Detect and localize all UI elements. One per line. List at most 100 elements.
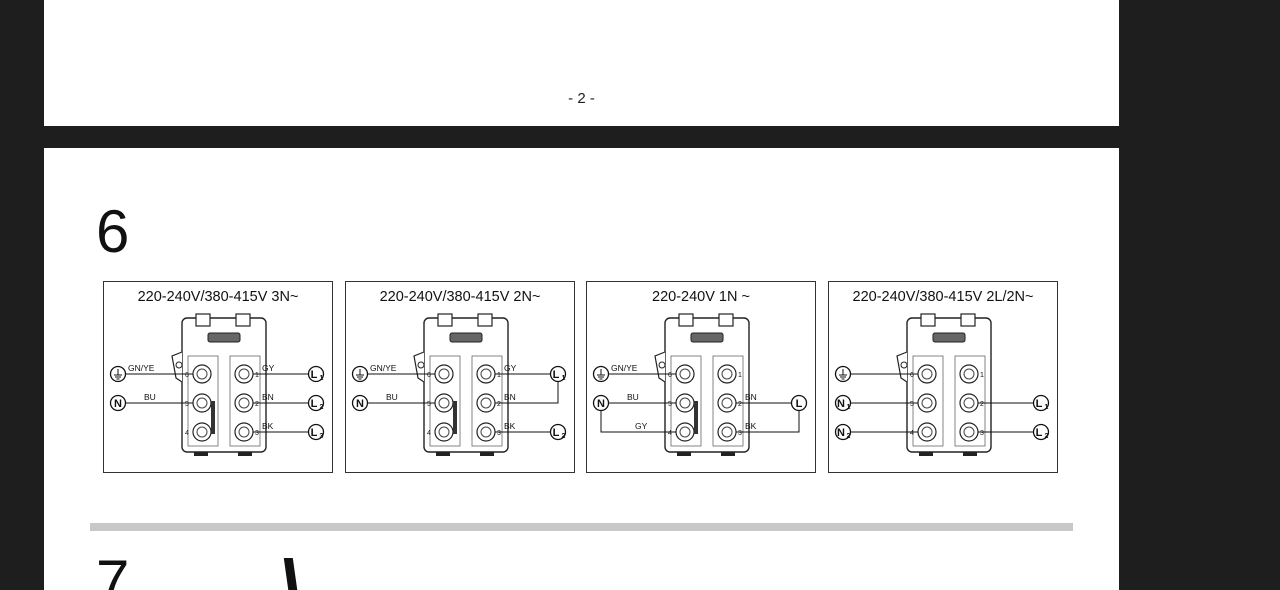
block-foot	[238, 452, 252, 456]
terminal-number: 1	[738, 372, 742, 379]
terminal-column	[954, 355, 986, 447]
block-foot	[480, 452, 494, 456]
block-clip	[235, 313, 251, 327]
terminal-label: 2	[320, 404, 324, 411]
wire-label: GN/YE	[370, 363, 397, 373]
block-clip	[195, 313, 211, 327]
terminal-screw	[438, 368, 450, 380]
terminal-label: 2	[1045, 433, 1049, 440]
block-clip	[477, 313, 493, 327]
terminal-screw	[963, 397, 975, 409]
terminal-screw	[721, 368, 733, 380]
terminal-screw	[238, 397, 250, 409]
diagram-title: 220-240V 1N ~	[652, 289, 750, 305]
terminal-number: 2	[980, 401, 984, 408]
supply-terminal	[307, 365, 325, 383]
block-clip	[437, 313, 453, 327]
wire-label: GY	[504, 363, 517, 373]
terminal-label: 1	[1045, 404, 1049, 411]
supply-terminal	[834, 394, 852, 412]
terminal-label: 1	[320, 375, 324, 382]
block-housing	[906, 317, 992, 453]
terminal-label: 1	[847, 404, 851, 411]
terminal-number: 3	[255, 430, 259, 437]
terminal-label: 3	[320, 433, 324, 440]
page-number: - 2 -	[568, 90, 595, 107]
terminal-number: 2	[497, 401, 501, 408]
wire-label: GN/YE	[611, 363, 638, 373]
supply-terminal	[351, 394, 369, 412]
wire-label: BU	[386, 392, 398, 402]
terminal-screw	[679, 426, 691, 438]
terminal-screw	[238, 426, 250, 438]
terminal-label: L	[311, 369, 318, 381]
neutral-jumper	[211, 401, 215, 434]
section-6-number: 6	[96, 198, 130, 265]
terminal-screw	[921, 397, 933, 409]
terminal-label: N	[356, 398, 364, 410]
supply-terminal	[592, 394, 610, 412]
block-foot	[436, 452, 450, 456]
block-clip	[960, 313, 976, 327]
terminal-screw	[438, 397, 450, 409]
wire-label: GY	[635, 421, 648, 431]
terminal-number: 4	[185, 430, 189, 437]
terminal-screw	[480, 397, 492, 409]
earth-screw	[175, 361, 183, 369]
document-page-1: - 2 -	[44, 0, 1119, 126]
terminal-screw	[921, 426, 933, 438]
block-clip	[920, 313, 936, 327]
terminal-number: 6	[910, 372, 914, 379]
terminal-number: 5	[185, 401, 189, 408]
terminal-screw	[196, 426, 208, 438]
terminal-label: L	[1036, 398, 1043, 410]
terminal-label: N	[597, 398, 605, 410]
terminal-column	[712, 355, 744, 447]
terminal-number: 2	[738, 401, 742, 408]
terminal-column	[429, 355, 461, 447]
terminal-label: L	[553, 369, 560, 381]
bridge-bar	[449, 332, 483, 343]
terminal-number: 3	[738, 430, 742, 437]
terminal-screw	[196, 368, 208, 380]
terminal-screw	[721, 426, 733, 438]
wire-label: BK	[504, 421, 516, 431]
supply-terminal	[109, 394, 127, 412]
earth-screw	[417, 361, 425, 369]
figure-fragment	[283, 558, 302, 590]
section-divider	[90, 523, 1073, 531]
line-wire	[495, 382, 559, 404]
supply-terminal	[1032, 394, 1050, 412]
diagram-title: 220-240V/380-415V 2L/2N~	[852, 289, 1034, 305]
terminal-screw	[679, 397, 691, 409]
block-foot	[677, 452, 691, 456]
section-7-number: 7	[96, 548, 130, 590]
diagram-title: 220-240V/380-415V 2N~	[379, 289, 541, 305]
terminal-number: 6	[427, 372, 431, 379]
terminal-screw	[480, 426, 492, 438]
supply-terminal	[834, 423, 852, 441]
terminal-column	[471, 355, 503, 447]
terminal-label: L	[311, 398, 318, 410]
terminal-number: 5	[910, 401, 914, 408]
terminal-number: 4	[668, 430, 672, 437]
supply-terminal	[790, 394, 808, 412]
terminal-screw	[438, 426, 450, 438]
terminal-label: L	[311, 427, 318, 439]
terminal-label: N	[837, 427, 845, 439]
terminal-label: 2	[562, 433, 566, 440]
neutral-jumper	[694, 401, 698, 434]
supply-terminal	[307, 394, 325, 412]
block-foot	[963, 452, 977, 456]
terminal-number: 6	[185, 372, 189, 379]
block-housing	[664, 317, 750, 453]
wire-label: GN/YE	[128, 363, 155, 373]
